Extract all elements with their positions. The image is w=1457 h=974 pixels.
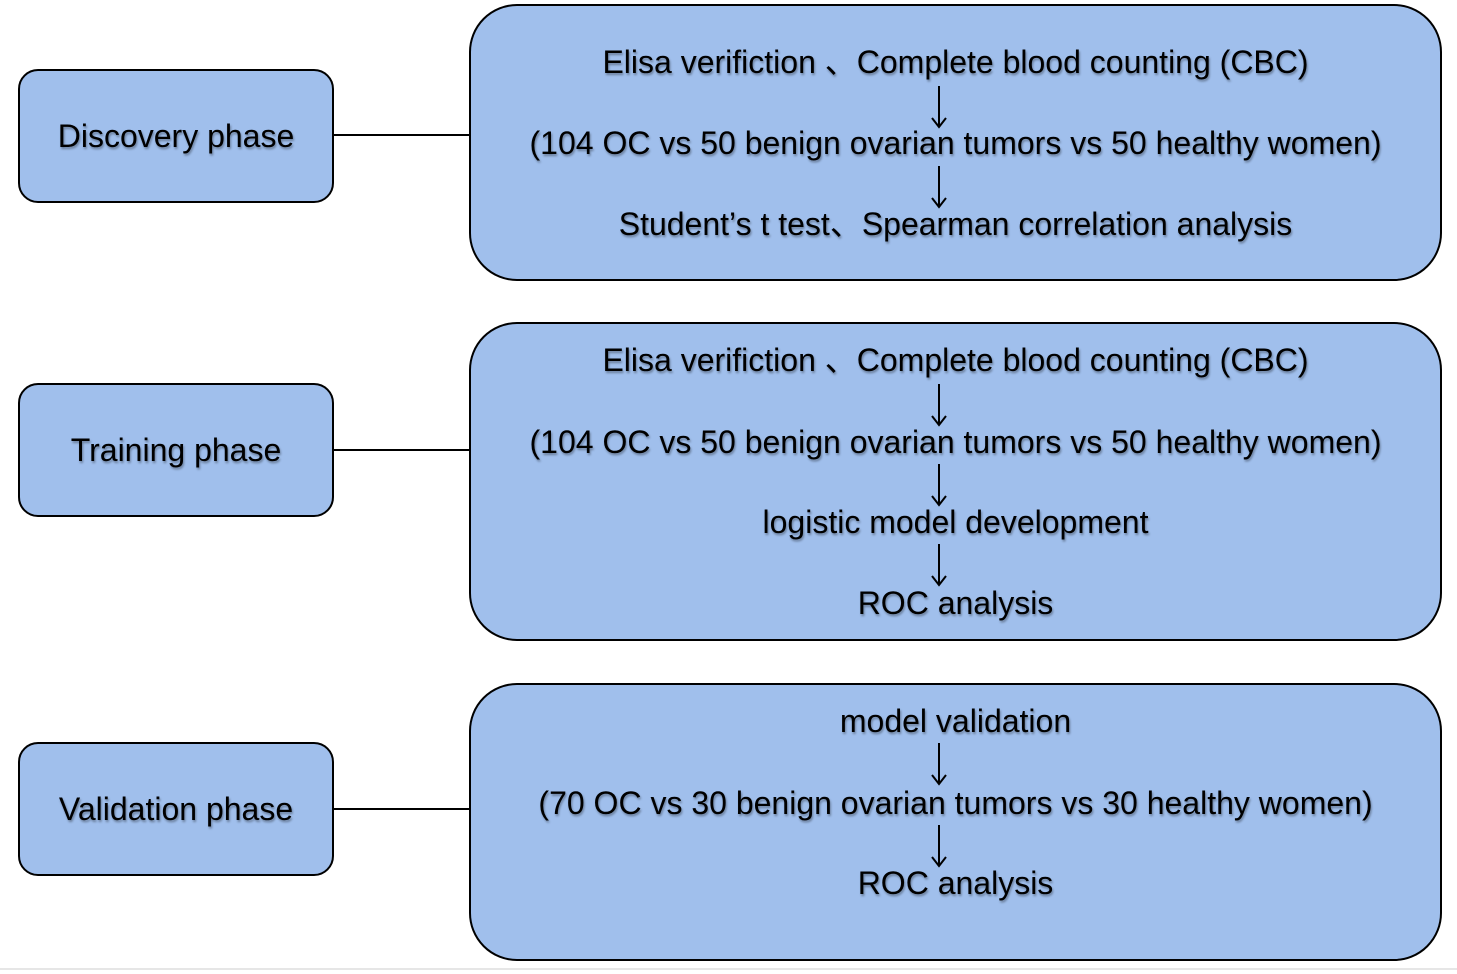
arrow-down-icon bbox=[929, 825, 949, 869]
validation-step-1: model validation bbox=[839, 703, 1072, 739]
arrow-down-icon bbox=[929, 166, 949, 210]
detail-box-training: Elisa verifiction 、Complete blood counti… bbox=[469, 322, 1442, 641]
connector-validation bbox=[334, 808, 470, 810]
training-step-2: (104 OC vs 50 benign ovarian tumors vs 5… bbox=[529, 424, 1382, 460]
detail-box-discovery: Elisa verifiction 、Complete blood counti… bbox=[469, 4, 1442, 281]
arrow-down-icon bbox=[929, 743, 949, 787]
validation-step-3: ROC analysis bbox=[857, 865, 1054, 901]
training-step-4: ROC analysis bbox=[857, 585, 1054, 621]
discovery-step-1: Elisa verifiction 、Complete blood counti… bbox=[602, 44, 1309, 80]
phase-label-discovery: Discovery phase bbox=[57, 117, 295, 154]
phase-label-validation: Validation phase bbox=[58, 790, 294, 827]
discovery-step-2: (104 OC vs 50 benign ovarian tumors vs 5… bbox=[529, 125, 1382, 161]
validation-step-2: (70 OC vs 30 benign ovarian tumors vs 30… bbox=[538, 785, 1373, 821]
discovery-step-3: Student’s t test、Spearman correlation an… bbox=[618, 206, 1293, 242]
arrow-down-icon bbox=[929, 86, 949, 130]
connector-discovery bbox=[334, 134, 470, 136]
bottom-divider bbox=[0, 968, 1457, 970]
detail-box-validation: model validation (70 OC vs 30 benign ova… bbox=[469, 683, 1442, 961]
connector-training bbox=[334, 449, 470, 451]
training-step-1: Elisa verifiction 、Complete blood counti… bbox=[602, 342, 1309, 378]
arrow-down-icon bbox=[929, 544, 949, 588]
phase-label-training: Training phase bbox=[70, 431, 282, 468]
phase-box-validation: Validation phase bbox=[18, 742, 334, 876]
training-step-3: logistic model development bbox=[762, 504, 1149, 540]
phase-box-discovery: Discovery phase bbox=[18, 69, 334, 203]
phase-box-training: Training phase bbox=[18, 383, 334, 517]
arrow-down-icon bbox=[929, 384, 949, 428]
arrow-down-icon bbox=[929, 464, 949, 508]
